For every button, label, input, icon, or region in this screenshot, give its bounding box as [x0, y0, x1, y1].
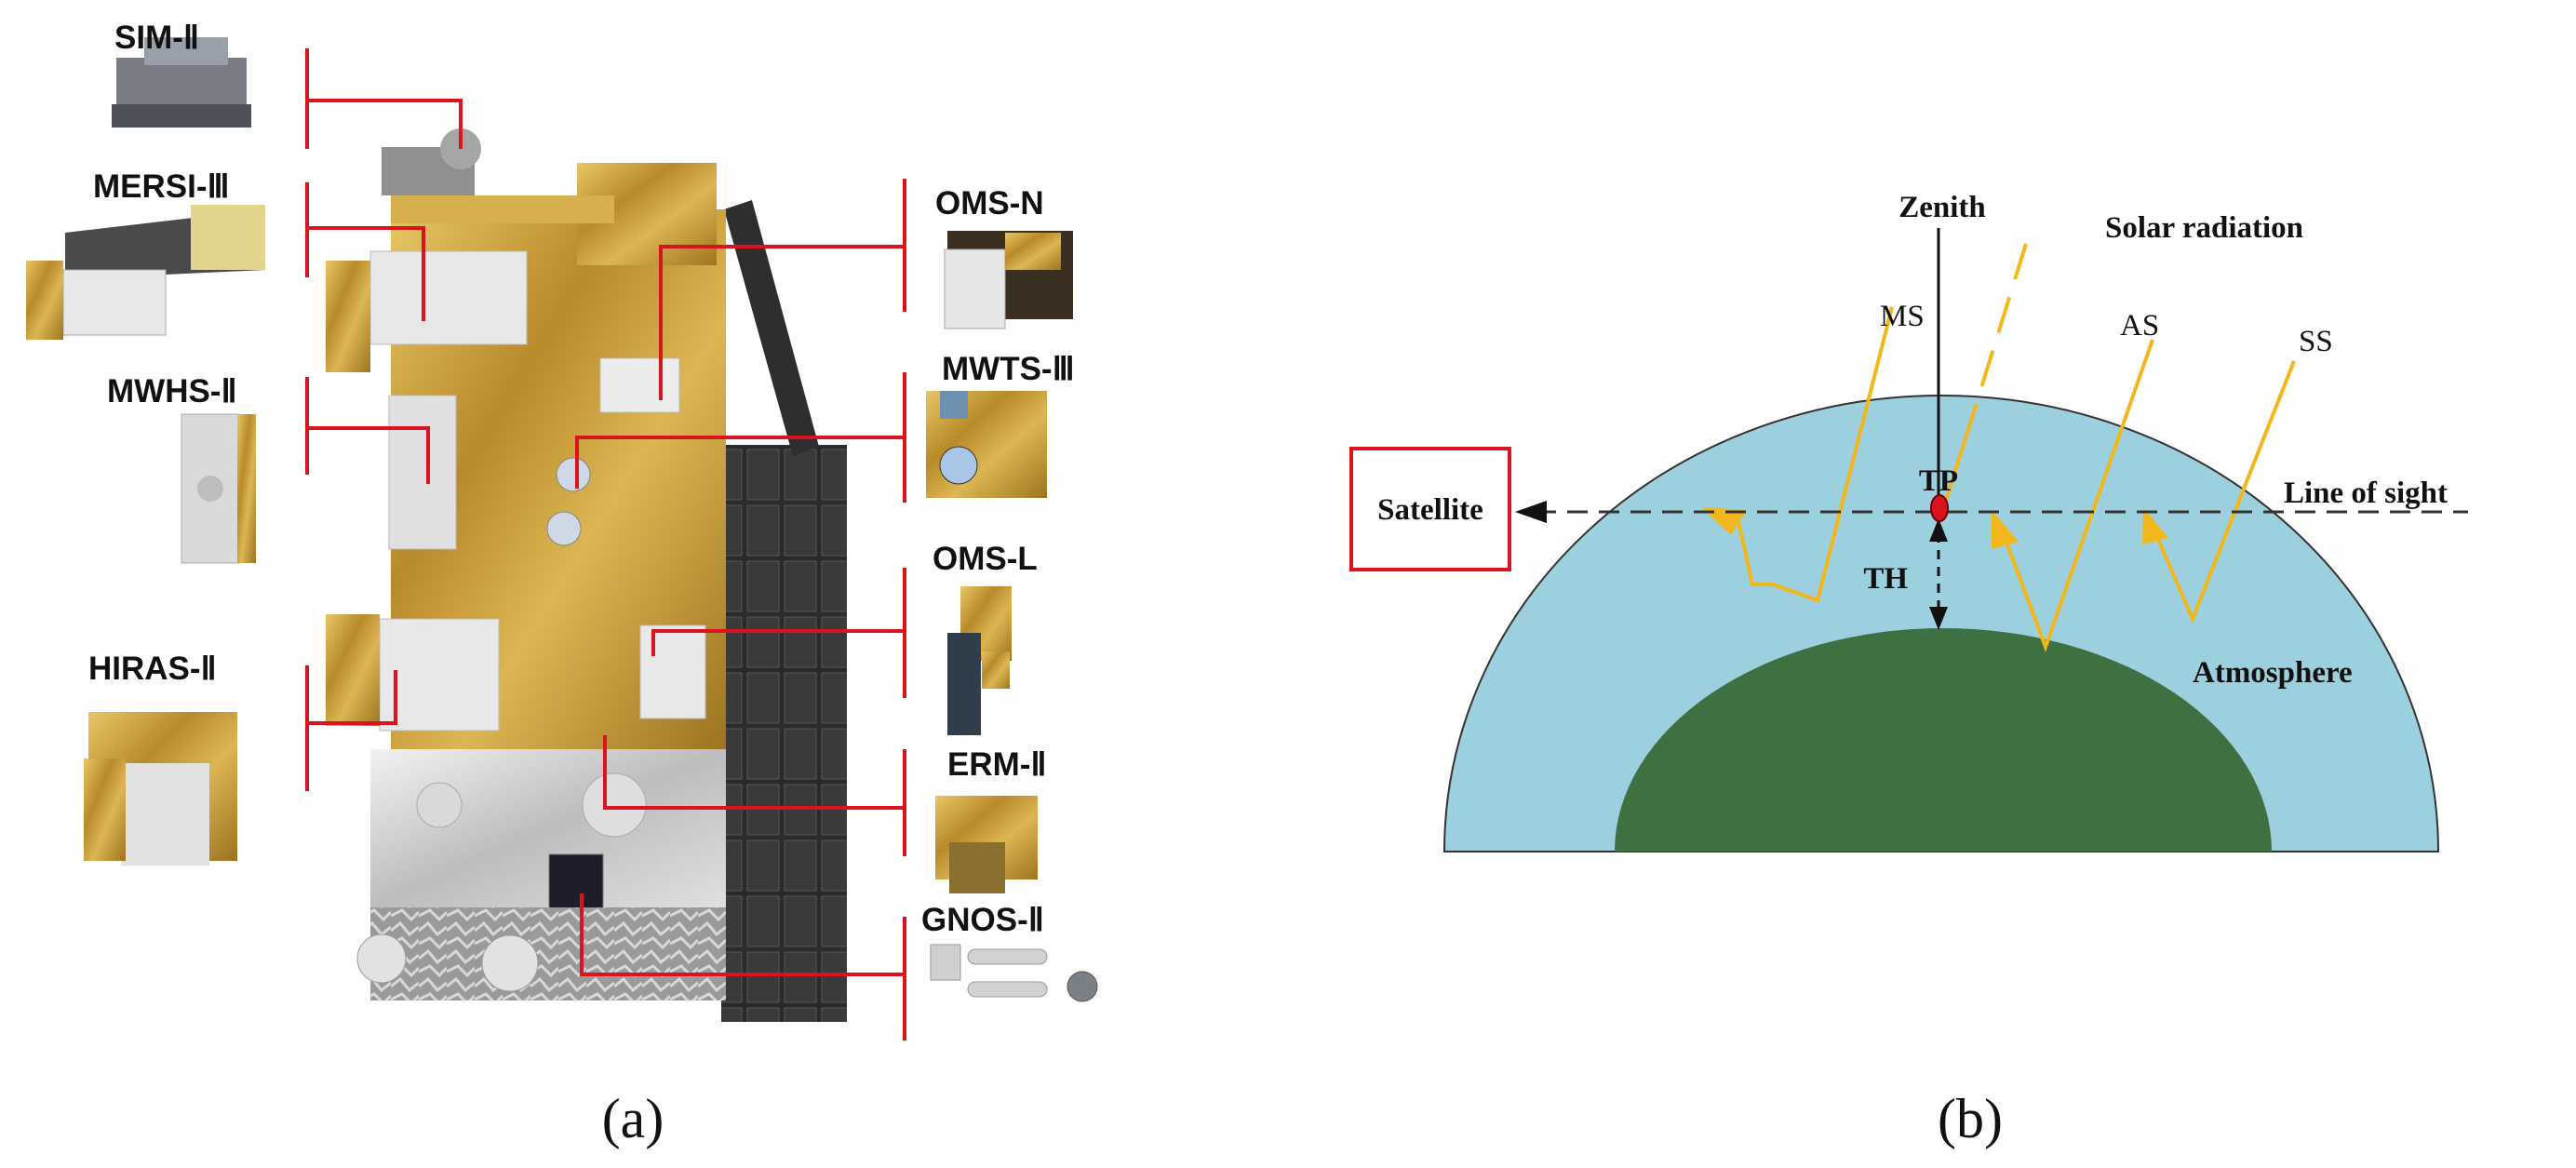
as-arrowhead [1992, 510, 2019, 549]
base-disk-1 [356, 933, 407, 984]
oms-l-body-box [639, 624, 706, 719]
oms-n-body-box [599, 357, 680, 413]
caption-a: (a) [602, 1088, 664, 1149]
panel-b: Zenith Solar radiation MS AS SS Satellit… [1349, 191, 2468, 1149]
panel-a: SIM-Ⅱ MERSI-Ⅲ MWHS-Ⅱ HIRAS-Ⅱ OMS-N MWTS-… [26, 20, 1098, 1149]
ms-ray [1737, 306, 1894, 603]
label-atmosphere: Atmosphere [2193, 656, 2353, 690]
oms-n-leader [659, 179, 906, 400]
label-solar-radiation: Solar radiation [2105, 211, 2303, 245]
mwhs-leader [305, 377, 430, 484]
mersi-leader [305, 182, 425, 321]
label-mwts: MWTS-Ⅲ [942, 351, 1075, 387]
ss-ray [2153, 360, 2296, 624]
foil-base [370, 907, 726, 1000]
mwhs-thumbnail [181, 413, 256, 564]
label-erm: ERM-Ⅱ [947, 746, 1047, 783]
satellite-body [326, 128, 847, 1022]
sim-thumbnail [112, 37, 251, 128]
th-arrowhead-down [1929, 607, 1948, 630]
as-ray [2004, 339, 2154, 652]
mwts-port-1 [556, 457, 591, 492]
solar-ray-dashed [1969, 243, 2028, 422]
mersi-side-fins [326, 261, 370, 372]
label-satellite: Satellite [1377, 493, 1483, 527]
deployment-arm [724, 200, 819, 456]
hiras-thumbnail [84, 712, 237, 866]
label-oms-l: OMS-L [932, 541, 1038, 577]
mersi-body-box [369, 250, 528, 345]
oms-l-leader [651, 568, 906, 698]
earth-dome [1615, 628, 2272, 852]
label-ms: MS [1880, 300, 1925, 333]
th-arrowhead-up [1929, 518, 1948, 542]
sim-leader [305, 48, 463, 149]
oms-l-thumbnail [947, 586, 1012, 735]
satellite-box [1349, 447, 1511, 571]
label-tp: TP [1919, 464, 1958, 498]
gnos-thumbnail [930, 944, 1098, 1002]
mwts-port-2 [546, 511, 582, 546]
label-hiras: HIRAS-Ⅱ [88, 651, 217, 687]
lower-disk-1 [416, 782, 463, 828]
oms-n-thumbnail [944, 231, 1073, 329]
ms-arrowhead [1701, 507, 1747, 535]
leader-lines [305, 48, 906, 1040]
mwts-thumbnail [926, 391, 1047, 498]
gnos-leader [580, 893, 906, 1040]
solar-ray-solid [1943, 420, 1973, 503]
label-mwhs: MWHS-Ⅱ [107, 373, 237, 409]
label-sim: SIM-Ⅱ [114, 20, 199, 56]
erm-thumbnail [935, 796, 1038, 893]
hiras-side-fins [326, 614, 380, 726]
erm-leader [603, 735, 906, 856]
gnos-antenna-panel [548, 853, 604, 909]
tangent-point [1930, 494, 1949, 522]
base-disk-2 [481, 934, 539, 992]
mwts-leader [575, 372, 906, 503]
mersi-thumbnail [26, 205, 265, 340]
lower-disk-2 [582, 772, 647, 838]
caption-b: (b) [1938, 1088, 2003, 1149]
line-of-sight-arrowhead [1515, 501, 1547, 523]
hiras-leader [305, 665, 397, 791]
label-zenith: Zenith [1898, 191, 1986, 224]
gold-top-deck [391, 195, 614, 223]
label-th: TH [1863, 562, 1908, 596]
label-mersi: MERSI-Ⅲ [93, 168, 230, 205]
label-as: AS [2120, 309, 2159, 342]
solar-panel [721, 445, 847, 1022]
lower-white-module [370, 749, 726, 907]
hiras-body-box [379, 618, 500, 732]
label-gnos: GNOS-Ⅱ [921, 902, 1044, 938]
label-oms-n: OMS-N [935, 185, 1044, 222]
ss-arrowhead [2142, 507, 2168, 544]
label-ss: SS [2299, 325, 2333, 358]
mwhs-body-box [388, 395, 457, 550]
label-line-of-sight: Line of sight [2284, 477, 2448, 510]
